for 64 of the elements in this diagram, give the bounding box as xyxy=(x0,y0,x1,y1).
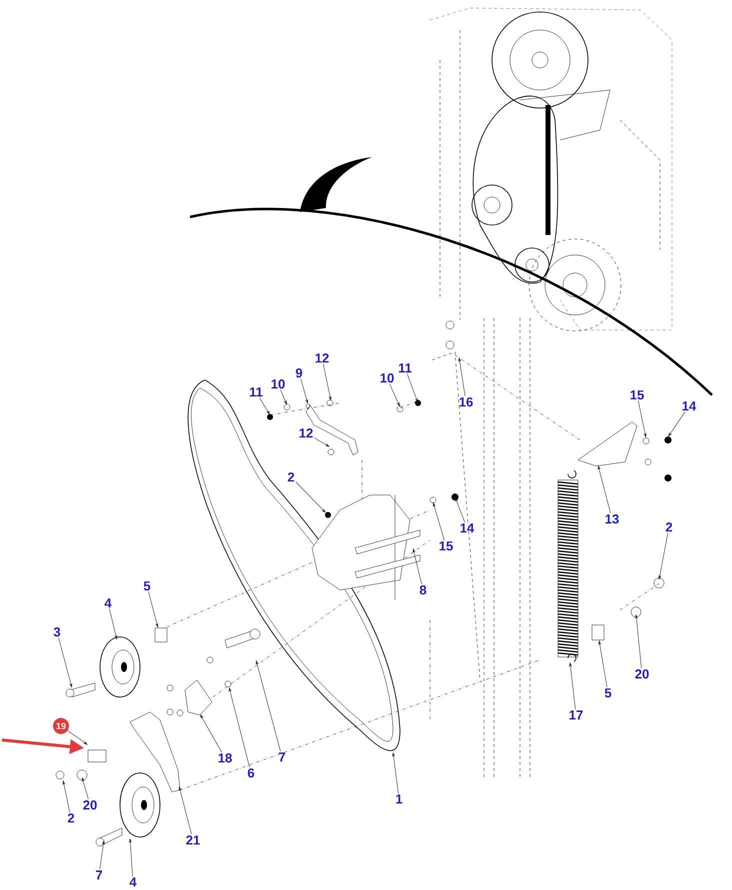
leader-line xyxy=(314,438,330,447)
callout-number: 12 xyxy=(316,353,329,363)
leader-line xyxy=(62,780,70,813)
callout-number: 16 xyxy=(460,397,473,407)
leader-line xyxy=(432,502,445,541)
leader-line xyxy=(668,411,686,437)
leader-line xyxy=(569,662,576,710)
leader-line xyxy=(280,390,287,404)
callout-number: 2 xyxy=(68,813,74,823)
callout-number: 10 xyxy=(272,379,285,389)
callout-number: 18 xyxy=(218,753,232,763)
callout-number: 8 xyxy=(420,585,426,595)
callout-number: 13 xyxy=(606,514,619,524)
leader-line xyxy=(82,778,89,800)
leader-line xyxy=(259,397,270,414)
leader-line xyxy=(300,378,308,404)
leader-line xyxy=(458,358,466,396)
leader-line xyxy=(109,608,118,640)
leader-line xyxy=(455,498,466,523)
callout-number: 5 xyxy=(604,688,612,698)
leader-line xyxy=(389,384,400,406)
callout-number: 15 xyxy=(440,541,453,551)
leader-line xyxy=(598,466,611,514)
leader-line xyxy=(296,482,326,513)
leader-line xyxy=(58,638,72,688)
callout-number: 15 xyxy=(630,390,644,400)
leader-line xyxy=(100,840,105,870)
leader-line xyxy=(148,592,158,628)
callout-number: 21 xyxy=(186,835,200,845)
leader-line xyxy=(256,660,281,752)
callout-number: 20 xyxy=(635,669,649,679)
callout-number: 14 xyxy=(682,402,696,410)
callout-number: 2 xyxy=(288,472,294,482)
leader-line xyxy=(200,714,222,752)
callout-number: 3 xyxy=(54,627,60,637)
callout-number: 6 xyxy=(248,768,254,778)
leader-line xyxy=(392,752,399,794)
callout-number: 20 xyxy=(83,800,97,810)
callout-number: 11 xyxy=(398,364,412,372)
callout-number: 1 xyxy=(396,794,402,804)
callout-number: 11 xyxy=(250,388,262,396)
leader-line xyxy=(322,364,332,400)
callout-number: 2 xyxy=(666,522,672,532)
leader-line xyxy=(228,688,250,768)
callout-number: 17 xyxy=(570,710,583,720)
leader-line xyxy=(658,532,668,580)
leader-line xyxy=(67,730,88,745)
callout-number: 10 xyxy=(380,373,394,383)
leader-line xyxy=(178,786,192,835)
callout-number: 4 xyxy=(104,598,112,608)
leader-line xyxy=(129,838,133,877)
callout-badge: 19 xyxy=(53,718,69,734)
callout-number: 9 xyxy=(296,368,302,378)
leader-line xyxy=(638,400,646,438)
leader-line xyxy=(406,373,418,402)
callout-number: 7 xyxy=(96,870,102,880)
callout-number: 7 xyxy=(278,752,286,762)
callout-number: 4 xyxy=(130,878,137,886)
leader-line xyxy=(412,548,422,584)
callout-number: 5 xyxy=(144,581,150,591)
callout-number: 14 xyxy=(460,524,474,532)
callout-number: 12 xyxy=(300,428,313,438)
leader-line xyxy=(635,614,642,668)
leader-line xyxy=(598,640,608,688)
